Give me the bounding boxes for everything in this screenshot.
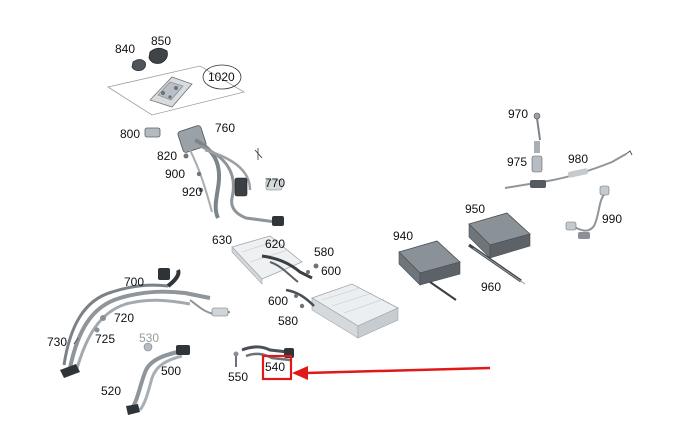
highlight-arrow-head bbox=[292, 366, 308, 380]
cable-part-620[interactable] bbox=[261, 254, 313, 280]
connector-part-730[interactable] bbox=[60, 364, 80, 378]
power-module-group bbox=[285, 283, 399, 339]
part-530[interactable] bbox=[143, 342, 153, 352]
label-540: 540 bbox=[265, 360, 285, 374]
socket-housing-part[interactable] bbox=[177, 125, 207, 153]
label-980: 980 bbox=[568, 152, 588, 166]
mounting-plate-outline bbox=[106, 65, 246, 116]
label-960: 960 bbox=[481, 280, 501, 294]
label-600-upper: 600 bbox=[321, 264, 341, 278]
label-975: 975 bbox=[507, 155, 527, 169]
label-970: 970 bbox=[508, 107, 528, 121]
charging-socket-harness bbox=[144, 125, 284, 226]
grommet-part-840[interactable] bbox=[131, 59, 146, 71]
label-820: 820 bbox=[157, 149, 177, 163]
label-520: 520 bbox=[101, 384, 121, 398]
label-900: 900 bbox=[165, 167, 185, 181]
label-760: 760 bbox=[215, 121, 235, 135]
label-940: 940 bbox=[393, 229, 413, 243]
label-580-upper: 580 bbox=[314, 245, 334, 259]
label-920: 920 bbox=[182, 185, 202, 199]
left-harness-700 bbox=[60, 268, 231, 378]
label-990: 990 bbox=[602, 212, 622, 226]
cable-part-600[interactable] bbox=[285, 288, 315, 307]
label-600-lower: 600 bbox=[268, 294, 288, 308]
cable-part-540[interactable] bbox=[241, 345, 289, 354]
highlight-box-540 bbox=[261, 354, 293, 381]
label-770: 770 bbox=[265, 176, 285, 190]
label-850: 850 bbox=[151, 34, 171, 48]
sensor-part-970[interactable] bbox=[536, 117, 541, 141]
label-1020: 1020 bbox=[208, 70, 235, 84]
cable-part-990[interactable] bbox=[571, 191, 607, 232]
label-720: 720 bbox=[114, 311, 134, 325]
label-800: 800 bbox=[120, 127, 140, 141]
sensor-group bbox=[504, 112, 633, 239]
grommet-part-850[interactable] bbox=[148, 47, 168, 64]
label-730: 730 bbox=[47, 335, 67, 349]
harness-part-500[interactable] bbox=[130, 348, 187, 410]
battery-tray-630 bbox=[231, 235, 319, 285]
connector-part-800[interactable] bbox=[144, 127, 161, 138]
hv-battery-group bbox=[398, 212, 531, 301]
highlight-arrow-shaft bbox=[305, 366, 491, 375]
label-630: 630 bbox=[212, 233, 232, 247]
label-530: 530 bbox=[139, 331, 159, 345]
label-840: 840 bbox=[115, 42, 135, 56]
label-500: 500 bbox=[161, 364, 181, 378]
sensor-part-975[interactable] bbox=[531, 155, 543, 173]
label-950: 950 bbox=[465, 202, 485, 216]
mounting-plate-group bbox=[106, 47, 246, 116]
label-550: 550 bbox=[228, 370, 248, 384]
label-580-lower: 580 bbox=[278, 314, 298, 328]
label-700: 700 bbox=[124, 275, 144, 289]
harness-part-700[interactable] bbox=[68, 289, 211, 369]
harness-500 bbox=[126, 342, 190, 415]
label-620: 620 bbox=[265, 237, 285, 251]
callout-circle-1020 bbox=[202, 64, 242, 90]
label-725: 725 bbox=[95, 332, 115, 346]
part-labels: 840 850 1020 800 760 820 900 920 770 630… bbox=[47, 34, 622, 398]
